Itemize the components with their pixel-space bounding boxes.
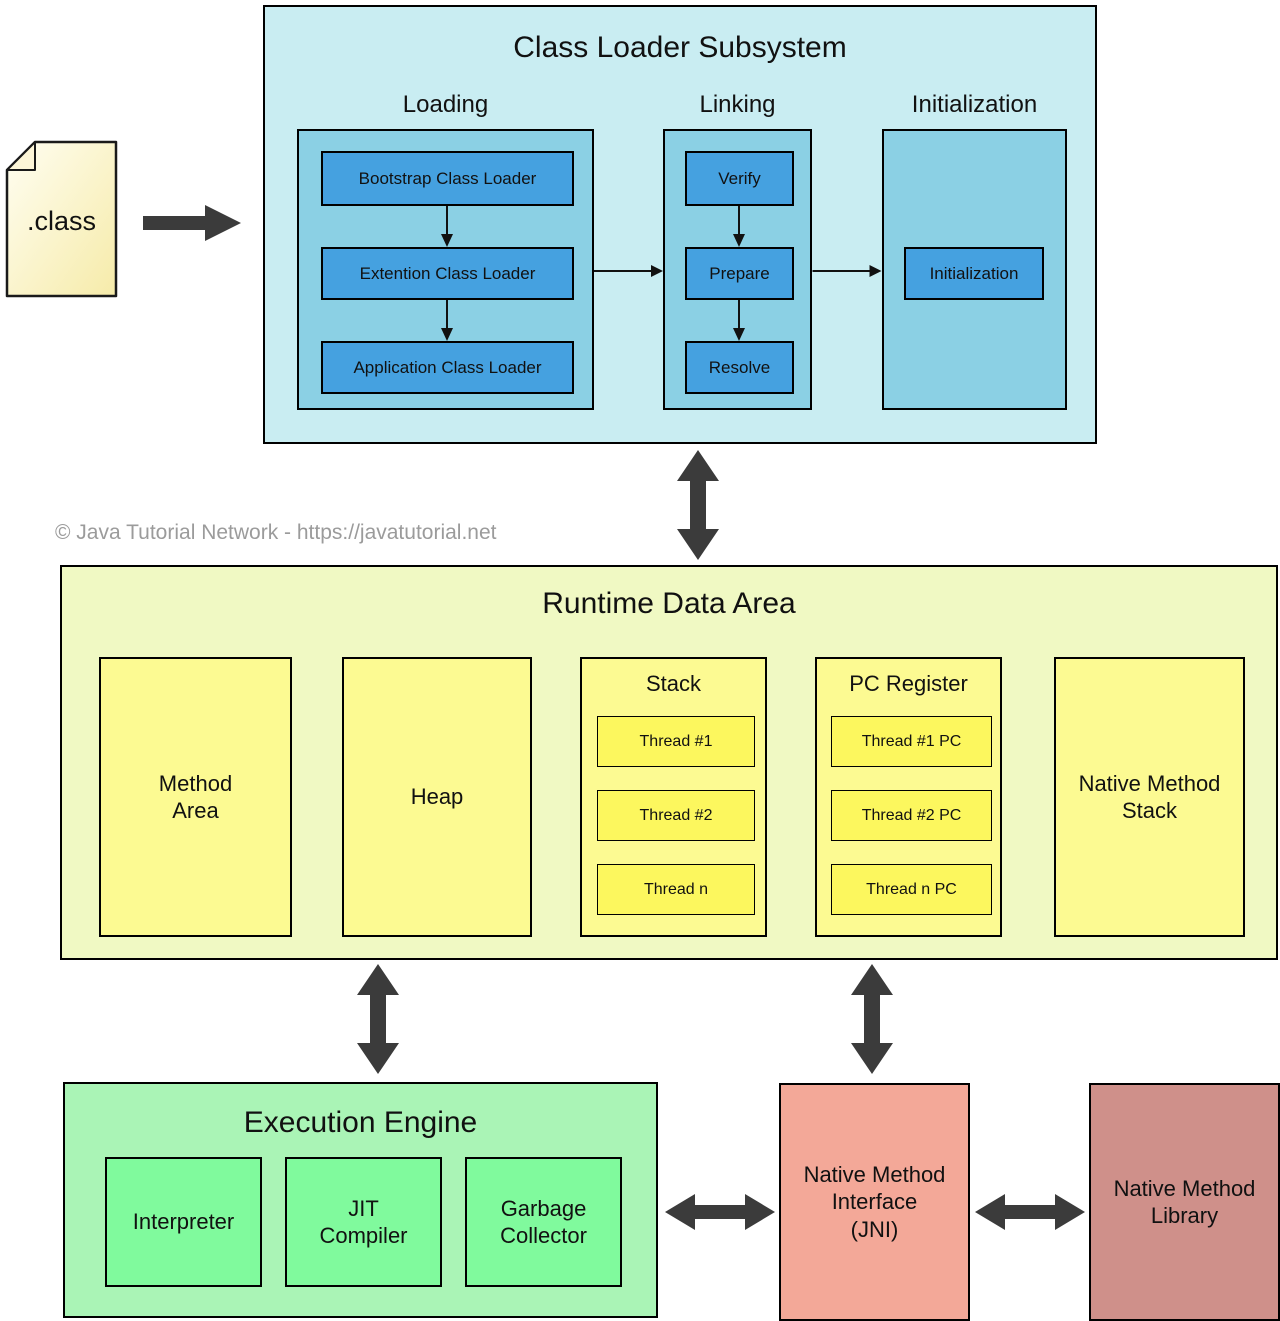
- prepare-box: Prepare: [685, 247, 794, 300]
- verify-label: Verify: [718, 168, 761, 188]
- class-file-label: .class: [26, 206, 97, 236]
- interpreter-box: Interpreter: [105, 1157, 262, 1287]
- garbage-collector-label: Garbage Collector: [500, 1195, 587, 1249]
- thread-pc-box: Thread n PC: [831, 864, 992, 915]
- verify-box: Verify: [685, 151, 794, 206]
- pc-register-title: PC Register: [849, 671, 968, 696]
- resolve-label: Resolve: [708, 357, 771, 377]
- thread-box: Thread #2: [597, 790, 755, 841]
- method-area-box: Method Area: [99, 657, 292, 937]
- right-arrow-icon: [143, 205, 241, 241]
- method-area-label: Method Area: [158, 770, 233, 824]
- execution-engine-title: Execution Engine: [243, 1106, 478, 1139]
- down-arrow-icon: [733, 206, 745, 247]
- native-method-stack-label: Native Method Stack: [1078, 770, 1221, 824]
- jit-compiler-label: JIT Compiler: [319, 1195, 408, 1249]
- thread-box: Thread #1: [597, 716, 755, 767]
- class-loader-subsystem-box: Class Loader Subsystem Loading Linking I…: [263, 5, 1097, 444]
- extension-class-loader-box: Extention Class Loader: [321, 247, 574, 300]
- linking-header: Linking: [699, 91, 776, 118]
- thread-pc-label: Thread #1 PC: [861, 732, 962, 750]
- thread-pc-box: Thread #1 PC: [831, 716, 992, 767]
- down-arrow-icon: [441, 206, 453, 247]
- native-method-interface-box: Native Method Interface (JNI): [779, 1083, 970, 1321]
- loading-container: Bootstrap Class Loader Extention Class L…: [297, 129, 594, 410]
- double-arrow-vertical-icon: [677, 450, 719, 560]
- bootstrap-class-loader-label: Bootstrap Class Loader: [358, 168, 537, 188]
- thread-box: Thread n: [597, 864, 755, 915]
- native-method-stack-box: Native Method Stack: [1054, 657, 1245, 937]
- thread-pc-label: Thread #2 PC: [861, 806, 962, 824]
- thread-label: Thread #1: [639, 732, 713, 750]
- runtime-data-area-title: Runtime Data Area: [542, 587, 796, 620]
- garbage-collector-box: Garbage Collector: [465, 1157, 622, 1287]
- execution-engine-box: Execution Engine Interpreter JIT Compile…: [63, 1082, 658, 1318]
- native-method-library-label: Native Method Library: [1113, 1175, 1256, 1229]
- resolve-box: Resolve: [685, 341, 794, 394]
- thread-label: Thread n: [643, 880, 709, 898]
- thread-label: Thread #2: [639, 806, 713, 824]
- native-method-interface-label: Native Method Interface (JNI): [803, 1161, 946, 1242]
- stack-container: Stack Thread #1 Thread #2 Thread n: [580, 657, 767, 937]
- flow-arrow-icon: [812, 265, 882, 277]
- flow-arrow-icon: [594, 265, 663, 277]
- heap-label: Heap: [410, 784, 464, 810]
- loading-header: Loading: [402, 91, 489, 118]
- down-arrow-icon: [733, 300, 745, 341]
- prepare-label: Prepare: [709, 263, 770, 283]
- runtime-data-area-box: Runtime Data Area Method Area Heap Stack…: [60, 565, 1278, 960]
- initialization-box: Initialization: [904, 247, 1044, 300]
- double-arrow-horizontal-icon: [975, 1194, 1085, 1230]
- class-file-icon: .class: [5, 140, 118, 298]
- double-arrow-horizontal-icon: [665, 1194, 775, 1230]
- bootstrap-class-loader-box: Bootstrap Class Loader: [321, 151, 574, 206]
- initialization-container: Initialization: [882, 129, 1067, 410]
- class-loader-subsystem-title: Class Loader Subsystem: [513, 31, 847, 64]
- pc-register-container: PC Register Thread #1 PC Thread #2 PC Th…: [815, 657, 1002, 937]
- down-arrow-icon: [441, 300, 453, 341]
- jit-compiler-box: JIT Compiler: [285, 1157, 442, 1287]
- double-arrow-vertical-icon: [357, 964, 399, 1074]
- document-icon: [5, 140, 118, 298]
- linking-container: Verify Prepare Resolve: [663, 129, 812, 410]
- application-class-loader-label: Application Class Loader: [353, 357, 542, 377]
- interpreter-label: Interpreter: [132, 1209, 235, 1235]
- extension-class-loader-label: Extention Class Loader: [359, 263, 536, 283]
- stack-title: Stack: [645, 671, 702, 696]
- native-method-library-box: Native Method Library: [1089, 1083, 1280, 1321]
- thread-pc-label: Thread n PC: [866, 880, 957, 898]
- initialization-box-label: Initialization: [929, 263, 1019, 283]
- application-class-loader-box: Application Class Loader: [321, 341, 574, 394]
- double-arrow-vertical-icon: [851, 964, 893, 1074]
- thread-pc-box: Thread #2 PC: [831, 790, 992, 841]
- copyright-text: © Java Tutorial Network - https://javatu…: [55, 521, 497, 544]
- initialization-header: Initialization: [911, 91, 1038, 118]
- heap-box: Heap: [342, 657, 532, 937]
